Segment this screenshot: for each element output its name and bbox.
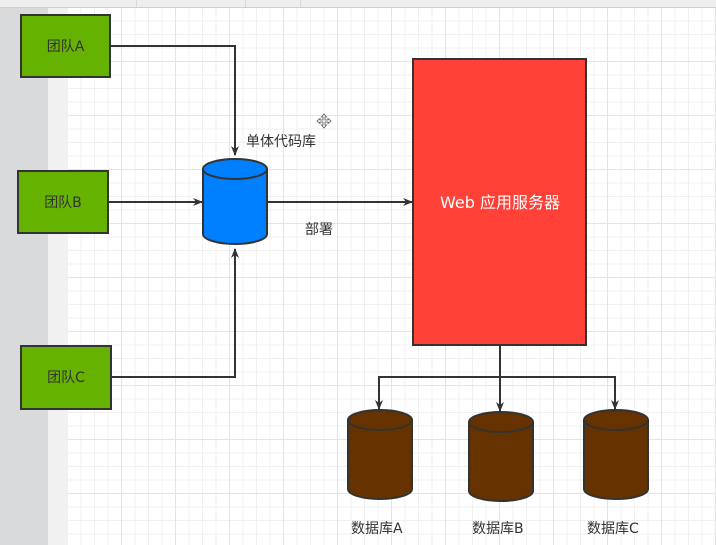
repository-label: 单体代码库 <box>246 134 316 150</box>
database-b-cylinder[interactable] <box>468 411 534 502</box>
database-a-cylinder[interactable] <box>347 409 413 500</box>
edge-team-a-to-repo[interactable] <box>110 45 239 156</box>
canvas-gutter <box>48 8 68 545</box>
edge-server-to-db-a[interactable] <box>375 345 501 410</box>
team-c-label: 团队C <box>47 370 85 386</box>
top-toolbar <box>0 0 716 8</box>
web-server-label: Web 应用服务器 <box>440 193 560 212</box>
edge-team-c-to-repo[interactable] <box>111 248 239 378</box>
team-b-label: 团队B <box>44 195 82 211</box>
repository-cylinder[interactable] <box>202 158 268 245</box>
team-b-box[interactable]: 团队B <box>17 170 109 234</box>
toolbar-divider <box>136 0 137 7</box>
team-a-label: 团队A <box>47 39 85 55</box>
toolbar-divider <box>300 0 301 7</box>
toolbar-divider <box>245 0 246 7</box>
web-server-box[interactable]: Web 应用服务器 <box>412 58 587 346</box>
database-b-label: 数据库B <box>472 521 524 537</box>
edges <box>108 45 619 412</box>
team-a-box[interactable]: 团队A <box>20 14 111 78</box>
database-a-label: 数据库A <box>351 521 403 537</box>
database-c-cylinder[interactable] <box>583 409 649 500</box>
left-sidebar <box>0 8 48 545</box>
database-c-label: 数据库C <box>587 521 639 537</box>
deploy-edge-label: 部署 <box>305 222 333 238</box>
move-cursor-icon <box>316 113 332 129</box>
team-c-box[interactable]: 团队C <box>20 345 112 410</box>
edge-server-to-db-c[interactable] <box>500 376 619 410</box>
